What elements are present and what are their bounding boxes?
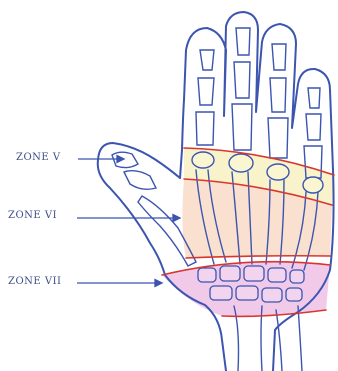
zone-vi-arrowhead (173, 215, 180, 222)
zone-vii-label: ZONE VII (8, 276, 62, 287)
zone-v-label: ZONE V (16, 152, 61, 163)
zone-pointers (77, 156, 180, 287)
zone-vi-label: ZONE VI (8, 210, 57, 221)
zone-vii-arrowhead (155, 280, 162, 287)
zone-v-arrowhead (117, 156, 124, 163)
